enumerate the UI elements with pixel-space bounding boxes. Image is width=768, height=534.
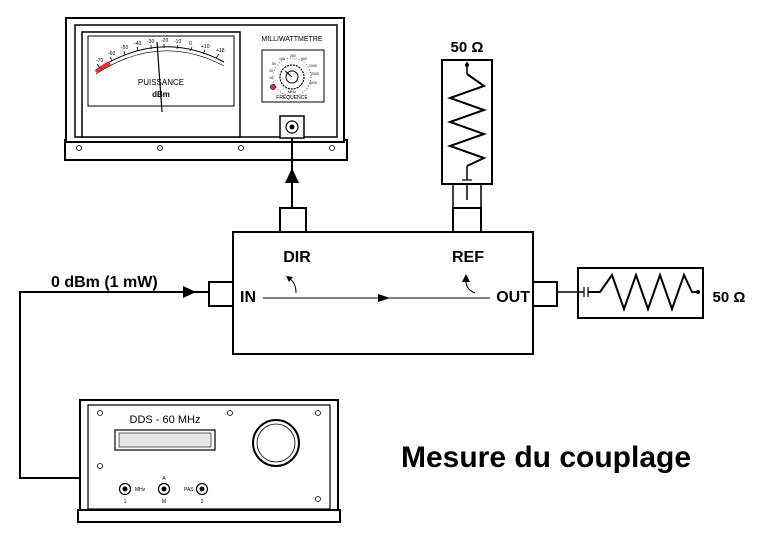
meter-scale-mark: -20: [161, 38, 168, 44]
screw-icon: [97, 410, 103, 416]
meter-scale-arc-inner: [95, 50, 225, 75]
diagram-caption: Mesure du couplage: [401, 441, 691, 474]
generator-base: [77, 509, 341, 523]
out-port-connector: [530, 281, 558, 307]
switch-mid-num: M: [162, 499, 166, 505]
load-top-label: 50 Ω: [451, 39, 484, 56]
meter-screws: [76, 145, 335, 151]
knob-mark: 1000: [309, 64, 317, 68]
knob-mark: 2000: [311, 72, 319, 76]
meter-scale-mark: -30: [147, 39, 154, 45]
knob-unit: MHz: [288, 89, 296, 94]
meter-dial-unit: dBm: [152, 90, 170, 99]
port-in-label: IN: [240, 289, 256, 306]
meter-scale-mark: -70: [96, 58, 103, 64]
resistor-zigzag-icon: [446, 73, 488, 167]
load-right: 50 Ω: [577, 267, 746, 319]
dir-coupling-curve: [289, 278, 297, 294]
load-top: 50 Ω: [441, 39, 493, 209]
meter-needle: [156, 41, 163, 113]
meter-scale-labels: -70 -60 -50 -40 -30 -20 -10 0 +10 +18: [96, 38, 225, 64]
screw-icon: [76, 145, 82, 151]
meter-dial-label: PUISSANCE: [138, 78, 184, 87]
meter-scale-arc: [95, 46, 225, 71]
meter-scale-mark: -50: [121, 45, 128, 51]
milliwattmeter: -70 -60 -50 -40 -30 -20 -10 0 +10 +18 PU…: [64, 17, 348, 161]
generator-switch-mid[interactable]: [157, 482, 171, 496]
meter-scale-mark: -40: [134, 41, 141, 47]
knob-mark: 20: [269, 69, 273, 73]
load-right-terminal-icon: [696, 290, 700, 294]
through-arrow-icon: [378, 294, 390, 302]
toggle-switch-center: [161, 486, 167, 492]
switch-left-num: 1: [124, 499, 127, 505]
load-top-terminal-icon: [465, 63, 469, 67]
meter-knob-scale: [272, 57, 312, 97]
tuning-knob-icon[interactable]: [252, 419, 300, 467]
in-port-connector: [208, 281, 236, 307]
knob-mark: 200: [290, 54, 296, 58]
port-ref-label: REF: [452, 249, 484, 266]
input-level-label: 0 dBm (1 mW): [51, 274, 158, 291]
generator-switch-right[interactable]: [195, 482, 209, 496]
knob-mark: 50: [272, 62, 276, 66]
generator-lcd-screen: [118, 432, 212, 448]
generator-switch-left[interactable]: [118, 482, 132, 496]
switch-right-label: PAS: [184, 487, 194, 493]
screw-icon: [315, 496, 321, 502]
meter-scale-mark: -10: [174, 39, 181, 45]
ref-port-connector: [452, 207, 482, 235]
screw-icon: [157, 145, 163, 151]
screw-icon: [238, 145, 244, 151]
input-arrow-icon: [183, 286, 196, 298]
switch-left-label: MHz: [135, 487, 146, 493]
toggle-switch-center: [122, 486, 128, 492]
port-dir-label: DIR: [283, 249, 311, 266]
knob-label: FRÉQUENCE: [276, 94, 308, 101]
tuning-knob-inner: [256, 423, 296, 463]
dir-port-connector: [279, 207, 307, 235]
screw-icon: [227, 410, 233, 416]
generator-screws: [97, 410, 321, 502]
screw-icon: [315, 410, 321, 416]
generator-cable: [19, 291, 209, 479]
meter-ticks: [96, 44, 220, 69]
signal-arrow-up-icon: [285, 168, 299, 183]
knob-mark: 500: [301, 57, 307, 61]
coupler-body: [232, 231, 534, 355]
frequency-knob-pointer: [284, 70, 293, 78]
load-right-label: 50 Ω: [713, 289, 746, 306]
meter-connector-pin-icon: [289, 124, 295, 130]
switch-right-num: 2: [201, 499, 204, 505]
meter-scale-mark: +18: [216, 48, 225, 54]
port-out-label: OUT: [496, 289, 530, 306]
ref-coupling-arrow-icon: [462, 274, 470, 282]
switch-mid-top: A: [162, 476, 166, 482]
meter-title: MILLIWATTMETRE: [261, 36, 322, 43]
generator-title: DDS - 60 MHz: [130, 414, 201, 426]
directional-coupler: DIR REF IN OUT: [208, 207, 580, 355]
resistor-zigzag-icon: [588, 271, 700, 313]
knob-mark: 10: [269, 76, 273, 80]
screw-icon: [329, 145, 335, 151]
meter-knob-marks: 10 20 50 100 200 500 1000 2000 3000: [269, 54, 319, 85]
meter-scale-mark: -60: [108, 51, 115, 57]
screw-icon: [97, 463, 103, 469]
dir-coupling-arrow-icon: [286, 276, 293, 282]
toggle-switch-center: [199, 486, 205, 492]
knob-mark: 3000: [309, 81, 317, 85]
knob-mark: 100: [279, 57, 285, 61]
dds-generator: DDS - 60 MHz MHz 1 A M PAS 2: [77, 399, 341, 523]
meter-scale-mark: 0: [189, 41, 192, 47]
meter-red-zone: [94, 61, 111, 74]
power-led-icon: [270, 84, 276, 90]
meter-scale-mark: +10: [201, 44, 210, 50]
